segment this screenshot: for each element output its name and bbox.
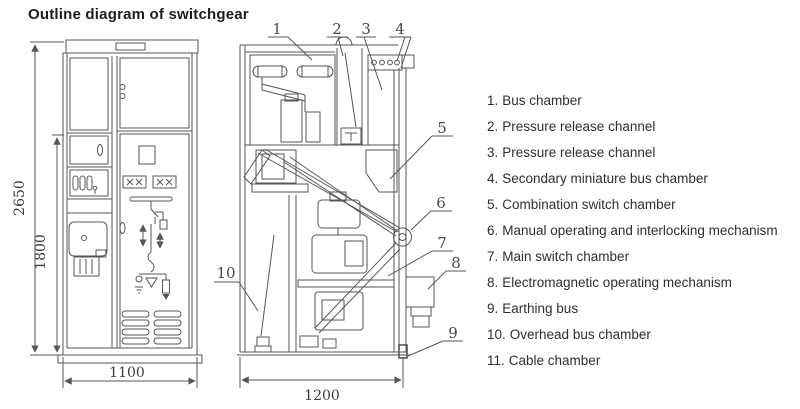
main-switch-chamber-detail [254, 191, 401, 353]
legend-item-label: Pressure release channel [502, 119, 656, 134]
page-title: Outline diagram of switchgear [28, 6, 249, 23]
lower-right-door [119, 133, 190, 349]
legend-item-label: Electromagnetic operating mechanism [502, 275, 732, 290]
callout-1: 1 [272, 20, 282, 38]
indicator-button-icon [92, 185, 98, 191]
callout-4: 4 [395, 20, 405, 38]
door-handle-icon [97, 144, 103, 156]
legend-item-combination-switch: 5.Combination switch chamber [487, 196, 778, 213]
legend-item-pressure-release-2: 3.Pressure release channel [487, 144, 778, 161]
legend-item-number: 3. [487, 145, 499, 160]
secondary-bus-strip [367, 54, 415, 145]
legend-item-main-switch: 7.Main switch chamber [487, 248, 778, 265]
dimension-label-1800: 1800 [33, 234, 49, 270]
legend-item-overhead-bus: 10.Overhead bus chamber [487, 326, 778, 343]
legend-list: 1.Bus chamber 2.Pressure release channel… [487, 92, 778, 369]
callout-6: 6 [436, 194, 446, 212]
meter-box-icon [122, 175, 147, 189]
louver-vents-icon [121, 310, 182, 345]
operating-mechanism-cover [68, 221, 108, 257]
upper-right-door [119, 57, 190, 129]
dimension-label-2650: 2650 [12, 180, 28, 216]
legend-item-number: 5. [487, 197, 499, 212]
bus-chamber-detail [249, 54, 336, 146]
legend-item-manual-operating: 6.Manual operating and interlocking mech… [487, 222, 778, 239]
legend-item-number: 7. [487, 249, 499, 264]
mid-left-door [69, 135, 109, 165]
front-left-column [67, 57, 112, 277]
callout-10: 10 [216, 264, 235, 282]
legend-item-label: Pressure release channel [502, 145, 656, 160]
switchgear-outline-drawing: 2650 1800 1100 [12, 20, 466, 404]
cabinet-base [57, 354, 203, 364]
manual-operating-shaft-icon [393, 227, 412, 247]
legend-item-pressure-release-1: 2.Pressure release channel [487, 118, 778, 135]
bus-insulator-icon [296, 65, 334, 78]
legend-item-label: Earthing bus [502, 301, 579, 316]
nameplate [115, 42, 146, 51]
legend-item-number: 1. [487, 93, 499, 108]
callout-7: 7 [437, 234, 447, 252]
callout-5: 5 [437, 119, 447, 137]
interlock-socket [73, 256, 100, 277]
meter-box-icon [152, 175, 177, 189]
combination-switch-chamber-shape [365, 149, 398, 193]
dimension-label-1200: 1200 [304, 388, 340, 404]
indicator-lamp-icon [86, 175, 93, 191]
legend-item-number: 11. [487, 353, 505, 368]
front-right-column [117, 57, 192, 349]
dimension-overall-height: 2650 [12, 41, 64, 356]
legend-item-bus-chamber: 1.Bus chamber [487, 92, 778, 109]
dimension-front-width: 1100 [62, 357, 198, 388]
legend-item-label: Cable chamber [508, 353, 601, 368]
legend-item-number: 10. [487, 327, 506, 342]
legend-item-label: Combination switch chamber [502, 197, 676, 212]
bus-insulator-icon [252, 65, 288, 78]
dimension-side-depth: 1200 [239, 357, 404, 404]
front-cabinet-body [57, 39, 203, 364]
legend-item-label: Bus chamber [502, 93, 582, 108]
mimic-diagram-icon [129, 196, 173, 300]
legend-item-earthing-bus: 9.Earthing bus [487, 300, 778, 317]
dimension-lower-height: 1800 [33, 134, 64, 353]
upper-left-door [69, 57, 109, 131]
indicator-lamp-icon [79, 175, 86, 191]
callout-8: 8 [451, 254, 461, 272]
legend-item-secondary-bus: 4.Secondary miniature bus chamber [487, 170, 778, 187]
legend-item-number: 8. [487, 275, 499, 290]
legend-item-number: 6. [487, 223, 499, 238]
indicator-lamp-icon [72, 175, 79, 191]
side-cabinet-walls [237, 36, 410, 356]
door-handle-icon [119, 84, 126, 90]
side-view-drawing: 1200 1 2 3 4 5 6 7 8 9 10 [214, 20, 466, 404]
legend-item-electromagnetic: 8.Electromagnetic operating mechanism [487, 274, 778, 291]
callout-labels: 1 2 3 4 5 6 7 8 9 10 [214, 20, 466, 357]
door-handle-icon [119, 222, 126, 234]
legend-item-number: 4. [487, 171, 499, 186]
pressure-channel-front [336, 48, 363, 145]
electromagnetic-mechanism-box [405, 276, 435, 328]
callout-9: 9 [448, 324, 458, 342]
legend-item-number: 9. [487, 301, 499, 316]
callout-3: 3 [361, 20, 371, 38]
front-view-drawing: 2650 1800 1100 [12, 39, 203, 388]
legend-item-label: Main switch chamber [502, 249, 630, 264]
legend-item-label: Manual operating and interlocking mechan… [502, 223, 778, 238]
callout-2: 2 [332, 20, 342, 38]
legend-item-label: Overhead bus chamber [509, 327, 651, 342]
indicator-panel [69, 169, 109, 197]
legend-item-number: 2. [487, 119, 499, 134]
legend-item-cable-chamber: 11.Cable chamber [487, 352, 778, 369]
linkage-mechanism [243, 148, 412, 247]
legend-item-label: Secondary miniature bus chamber [502, 171, 708, 186]
dimension-label-1100: 1100 [109, 365, 145, 381]
inspection-window [138, 145, 156, 165]
